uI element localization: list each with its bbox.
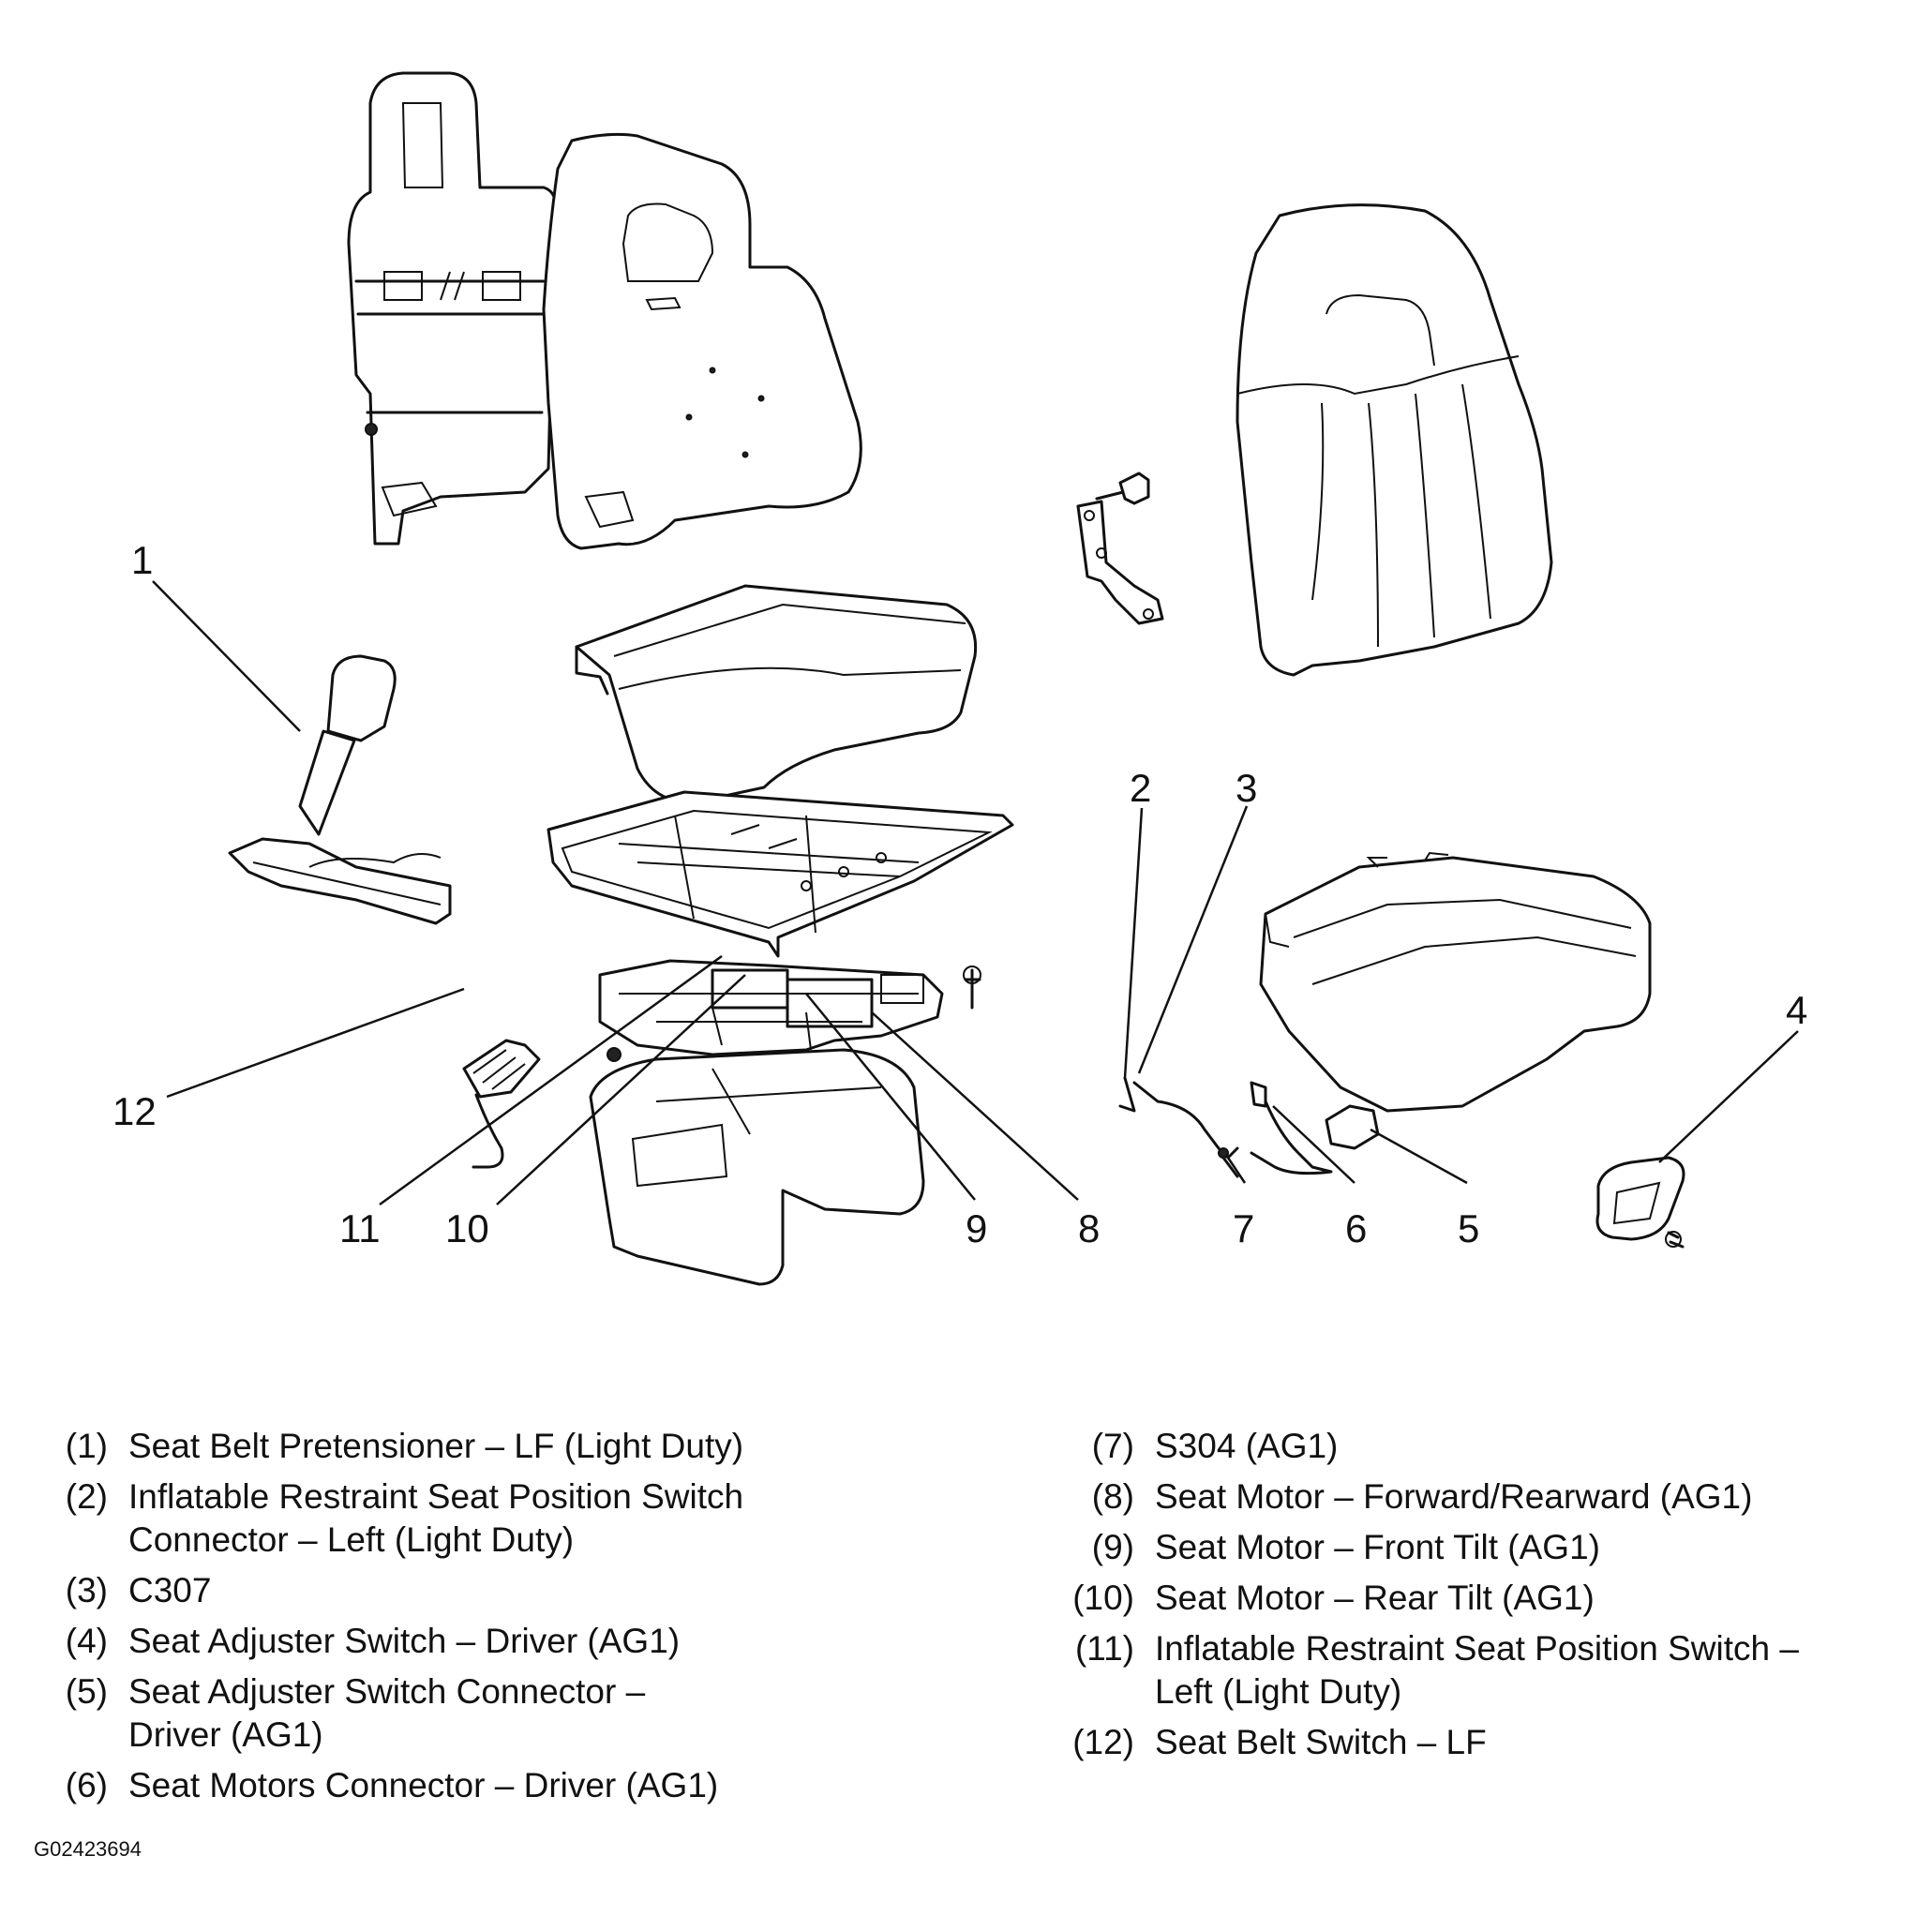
callout-11: 11: [339, 1206, 381, 1250]
legend-item-12: (12) Seat Belt Switch – LF: [1055, 1721, 1917, 1764]
legend-num: (12): [1072, 1723, 1134, 1761]
legend-text: Seat Belt Switch – LF: [1155, 1723, 1487, 1761]
legend-item-6: (6) Seat Motors Connector – Driver (AG1): [28, 1764, 1003, 1807]
seatback-right: [1236, 203, 1553, 677]
callout-numbers: 1 2 3 4 5 6 7 8 9 10 11 12: [112, 538, 1807, 1250]
legend-text: Seat Adjuster Switch Connector – Driver …: [128, 1672, 646, 1754]
legend-num: (6): [65, 1766, 108, 1804]
callout-4: 4: [1786, 988, 1807, 1032]
leader-2: [1123, 807, 1144, 1079]
seat-exploded-diagram: 1 2 3 4 5 6 7 8 9 10 11 12: [112, 71, 1807, 1286]
leader-1: [152, 580, 301, 732]
legend-item-11: (11) Inflatable Restraint Seat Position S…: [1055, 1627, 1917, 1714]
legend-item-10: (10) Seat Motor – Rear Tilt (AG1): [1055, 1577, 1917, 1620]
legend-item-8: (8) Seat Motor – Forward/Rearward (AG1): [1055, 1475, 1917, 1519]
seatback-cushion-left: [542, 132, 862, 550]
legend-left-column: (1) Seat Belt Pretensioner – LF (Light Du…: [28, 1425, 1003, 1815]
leader-6: [1272, 1105, 1355, 1184]
seat-adjuster-switch: [1595, 1156, 1685, 1249]
legend-text: S304 (AG1): [1155, 1427, 1339, 1465]
legend-num: (9): [1091, 1528, 1134, 1566]
seat-cushion-right: [1259, 851, 1652, 1113]
figure-id: G02423694: [34, 1837, 142, 1861]
callout-5: 5: [1458, 1206, 1479, 1250]
callout-7: 7: [1233, 1206, 1254, 1250]
legend-text: C307: [128, 1571, 212, 1609]
legend-num: (11): [1074, 1629, 1134, 1668]
legend-item-3: (3) C307: [28, 1569, 1003, 1612]
legend-text: Inflatable Restraint Seat Position Switc…: [128, 1477, 744, 1559]
seat-belt-switch: [462, 1039, 541, 1169]
legend-num: (8): [1091, 1477, 1134, 1516]
callout-8: 8: [1078, 1206, 1100, 1250]
legend-item-9: (9) Seat Motor – Front Tilt (AG1): [1055, 1526, 1917, 1569]
leader-12: [166, 987, 465, 1099]
legend-item-7: (7) S304 (AG1): [1055, 1425, 1917, 1468]
callout-1: 1: [131, 538, 153, 582]
seat-pan-frame: [547, 790, 1014, 958]
seat-adjuster-assembly: [598, 959, 981, 1062]
legend-num: (3): [65, 1571, 108, 1609]
legend-text: Seat Motor – Front Tilt (AG1): [1155, 1528, 1600, 1566]
legend-text: Seat Belt Pretensioner – LF (Light Duty): [128, 1427, 744, 1465]
leader-5: [1370, 1128, 1468, 1185]
legend-num: (7): [1091, 1427, 1134, 1465]
legend-text: Seat Motors Connector – Driver (AG1): [128, 1766, 719, 1804]
legend-num: (1): [65, 1427, 108, 1465]
leader-11: [379, 954, 723, 1206]
legend-num: (4): [65, 1622, 108, 1660]
legend-item-1: (1) Seat Belt Pretensioner – LF (Light Du…: [28, 1425, 1003, 1468]
seat-riser: [589, 1048, 925, 1286]
legend-right-column: (7) S304 (AG1) (8) Seat Motor – Forward/Re…: [1055, 1425, 1917, 1772]
legend-item-4: (4) Seat Adjuster Switch – Driver (AG1): [28, 1620, 1003, 1663]
legend-num: (2): [65, 1477, 108, 1516]
legend-item-2: (2) Inflatable Restraint Seat Position Sw…: [28, 1475, 1003, 1562]
leader-7: [1224, 1154, 1247, 1184]
seat-position-switch-harness: [1118, 1076, 1380, 1178]
callout-9: 9: [966, 1206, 987, 1250]
callout-6: 6: [1345, 1206, 1367, 1250]
leader-lines: [152, 580, 1799, 1206]
leader-10: [496, 974, 746, 1205]
legend-text: Seat Motor – Forward/Rearward (AG1): [1155, 1477, 1753, 1516]
recliner-bracket: [1076, 472, 1164, 625]
legend-text: Inflatable Restraint Seat Position Switc…: [1155, 1629, 1799, 1711]
leader-9: [805, 993, 976, 1201]
callout-12: 12: [112, 1089, 157, 1133]
leader-8: [871, 1011, 1079, 1201]
callout-2: 2: [1130, 766, 1151, 810]
leader-3: [1137, 805, 1249, 1074]
legend-item-5: (5) Seat Adjuster Switch Connector – Driv…: [28, 1670, 1003, 1757]
seat-belt-pretensioner: [228, 654, 452, 925]
callout-3: 3: [1236, 766, 1257, 810]
legend-text: Seat Adjuster Switch – Driver (AG1): [128, 1622, 681, 1660]
legend-num: (10): [1072, 1579, 1134, 1617]
legend-text: Seat Motor – Rear Tilt (AG1): [1155, 1579, 1595, 1617]
seat-cushion-center: [575, 584, 978, 804]
callout-10: 10: [445, 1206, 489, 1250]
seatback-frame: [347, 71, 557, 546]
legend-num: (5): [65, 1672, 108, 1711]
leader-4: [1658, 1030, 1799, 1163]
